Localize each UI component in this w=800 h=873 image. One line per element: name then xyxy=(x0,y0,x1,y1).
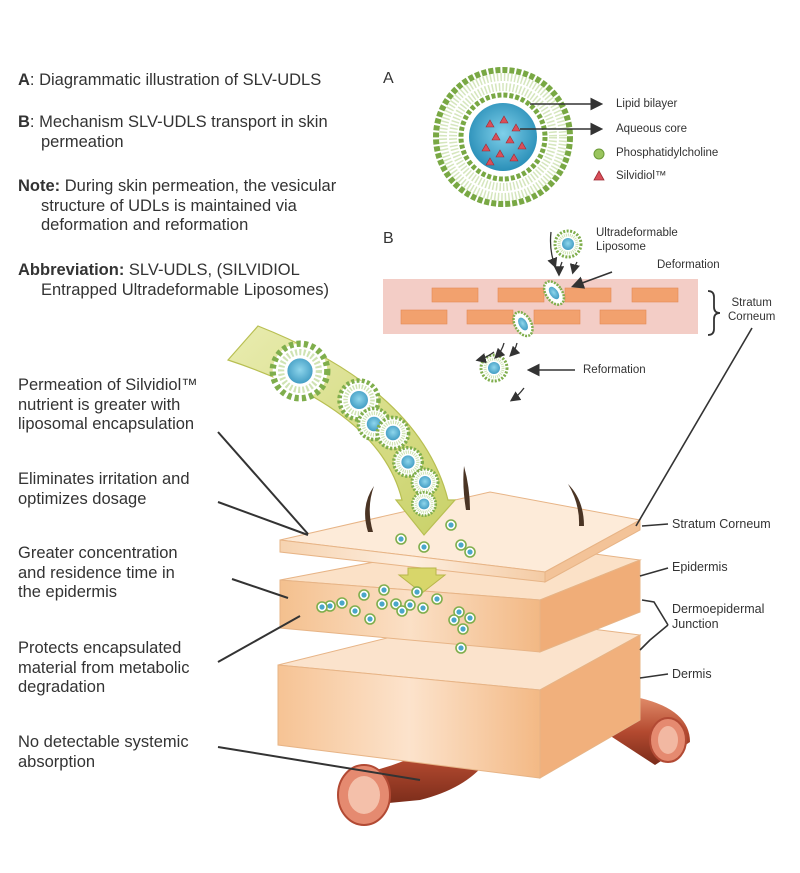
label-ultradeformable-2: Liposome xyxy=(596,240,646,253)
abbr-text-1: SLV-UDLS, (SILVIDIOL xyxy=(124,261,300,279)
layer-pointer-lines xyxy=(635,327,753,679)
benefit-protects-2: material from metabolic xyxy=(18,658,190,677)
note-a: A: Diagrammatic illustration of SLV-UDLS xyxy=(18,71,378,91)
benefit-absorption-2: absorption xyxy=(18,752,96,771)
stratum-corneum-band xyxy=(383,279,698,334)
note-a-key: A xyxy=(18,71,30,89)
benefit-permeation-2: nutrient is greater with xyxy=(18,395,181,414)
abbr-text-2: Entrapped Ultradeformable Liposomes) xyxy=(41,280,329,299)
label-reformation: Reformation xyxy=(583,364,646,376)
panel-b-pointers xyxy=(526,271,613,377)
panel-a-letter: A xyxy=(383,70,394,87)
label-dermoepidermal: Dermoepidermal Junction xyxy=(672,602,764,632)
note-text-3: deformation and reformation xyxy=(41,216,249,234)
stratum-bracket xyxy=(707,290,721,336)
ultradeformable-liposome xyxy=(553,229,583,259)
benefit-concentration-3: the epidermis xyxy=(18,583,118,601)
label-stratum-b-1: Stratum xyxy=(731,297,772,309)
benefit-irritation: Eliminates irritation and optimizes dosa… xyxy=(18,470,248,509)
benefit-concentration: Greater concentration and residence time… xyxy=(18,544,248,603)
abbr-key: Abbreviation: xyxy=(18,261,125,279)
benefit-concentration-1: Greater concentration xyxy=(18,544,178,562)
deformed-liposome-2 xyxy=(512,310,534,338)
label-ultradeformable: Ultradeformable Liposome xyxy=(596,227,678,254)
label-aqueous-core: Aqueous core xyxy=(616,123,687,135)
small-down-arrow xyxy=(397,567,447,594)
benefit-irritation-2: optimizes dosage xyxy=(18,489,147,508)
liposome-pointer-lines xyxy=(520,97,604,136)
silvidiol-triangles xyxy=(481,115,527,166)
benefit-protects: Protects encapsulated material from meta… xyxy=(18,639,248,698)
benefit-concentration-2: and residence time in xyxy=(18,563,175,582)
deformed-liposome-1 xyxy=(542,280,566,306)
silvidiol-legend-icon xyxy=(593,170,605,181)
label-phosphatidylcholine: Phosphatidylcholine xyxy=(616,147,719,159)
phosphatidylcholine-legend-icon xyxy=(593,148,605,160)
benefit-permeation: Permeation of Silvidiol™ nutrient is gre… xyxy=(18,376,248,435)
note-text-2: structure of UDLs is maintained via xyxy=(41,196,297,215)
benefit-protects-1: Protects encapsulated xyxy=(18,639,182,657)
note-b-key: B xyxy=(18,113,30,131)
note-text-1: During skin permeation, the vesicular xyxy=(60,177,337,195)
liposome-diagram xyxy=(433,67,573,207)
note-b: B: Mechanism SLV-UDLS transport in skin … xyxy=(18,113,378,152)
benefit-absorption-1: No detectable systemic xyxy=(18,733,189,751)
label-ultradeformable-1: Ultradeformable xyxy=(596,227,678,239)
benefit-protects-3: degradation xyxy=(18,678,106,696)
benefit-pointer-lines xyxy=(217,431,421,781)
note-main: Note: During skin permeation, the vesicu… xyxy=(18,177,378,236)
label-epidermis: Epidermis xyxy=(672,560,728,574)
benefit-permeation-3: liposomal encapsulation xyxy=(18,415,195,433)
label-dermoepidermal-1: Dermoepidermal xyxy=(672,602,765,616)
note-abbreviation: Abbreviation: SLV-UDLS, (SILVIDIOL Entra… xyxy=(18,261,388,300)
label-stratum-b-2: Corneum xyxy=(728,310,776,323)
motion-arrows xyxy=(475,231,580,402)
hairs xyxy=(365,466,584,532)
label-silvidiol: Silvidiol™ xyxy=(616,170,667,182)
note-a-text: : Diagrammatic illustration of SLV-UDLS xyxy=(29,71,322,89)
label-lipid-bilayer: Lipid bilayer xyxy=(616,98,678,110)
label-stratum-b: Stratum Corneum xyxy=(728,297,775,324)
note-b-text-1: : Mechanism SLV-UDLS transport in skin xyxy=(29,113,328,131)
panel-b-letter: B xyxy=(383,230,394,247)
reformed-liposome xyxy=(479,353,509,383)
label-stratum-corneum: Stratum Corneum xyxy=(672,517,771,531)
note-key: Note: xyxy=(18,177,61,195)
note-b-text-2: permeation xyxy=(41,132,124,151)
benefit-irritation-1: Eliminates irritation and xyxy=(18,470,190,488)
label-dermis: Dermis xyxy=(672,667,712,681)
benefit-permeation-1: Permeation of Silvidiol™ xyxy=(18,376,198,394)
label-deformation: Deformation xyxy=(657,259,720,271)
label-dermoepidermal-2: Junction xyxy=(672,617,719,631)
benefit-absorption: No detectable systemic absorption xyxy=(18,733,248,772)
